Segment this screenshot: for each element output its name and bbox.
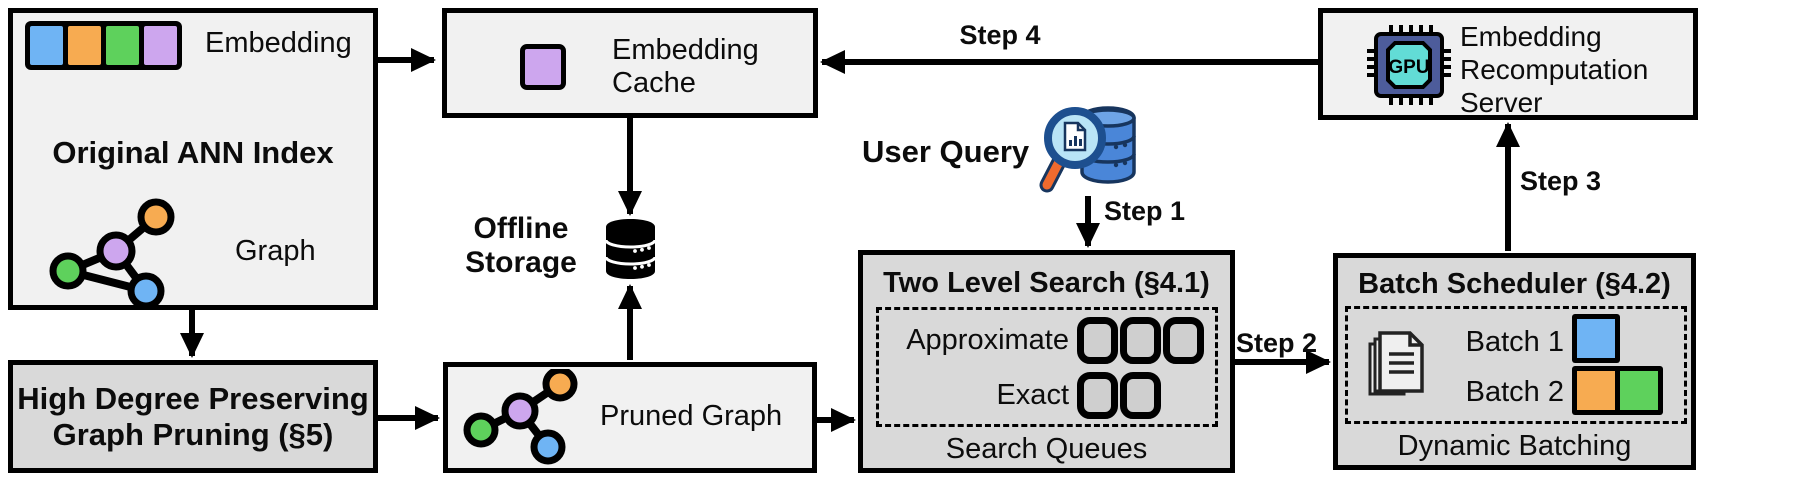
batch1-squares [1572, 314, 1620, 363]
embedding-vector-icon [25, 21, 182, 70]
batch1-label: Batch 1 [1465, 326, 1564, 358]
embedding-label: Embedding [205, 27, 352, 59]
exact-label: Exact [996, 378, 1069, 411]
batch2-label: Batch 2 [1465, 376, 1564, 408]
search-queues-footer: Search Queues [945, 433, 1148, 465]
approximate-queues [1075, 316, 1204, 364]
original-ann-index-box: Embedding Original ANN Index Graph [8, 8, 378, 310]
queue-square [1077, 371, 1118, 419]
batching-frame [1345, 306, 1687, 424]
step4-label: Step 4 [959, 20, 1041, 50]
queue-square [1120, 316, 1161, 364]
original-ann-index-title: Original ANN Index [52, 135, 334, 170]
embedding-cache-label: Embedding Cache [612, 34, 759, 100]
step2-label: Step 2 [1236, 328, 1318, 358]
dynamic-batching-footer: Dynamic Batching [1397, 430, 1632, 462]
graph-label: Graph [235, 235, 316, 267]
two-level-search-title: Two Level Search (§4.1) [883, 267, 1210, 299]
batch-scheduler-box: Batch Scheduler (§4.2) Batch 1 Batch 2 D… [1333, 253, 1696, 470]
user-query-label: User Query [862, 134, 1030, 169]
two-level-search-box: Two Level Search (§4.1) Approximate Exac… [858, 250, 1235, 473]
exact-queue-row: Exact [883, 370, 1213, 420]
recomputation-server-box: GPU Embedding Recomputation Server [1318, 8, 1698, 120]
approximate-label: Approximate [906, 323, 1069, 356]
exact-queues [1075, 371, 1161, 419]
graph-pruning-box: High Degree Preserving Graph Pruning (§5… [8, 360, 378, 473]
queue-square [1077, 316, 1118, 364]
pruned-graph-label: Pruned Graph [600, 400, 783, 432]
offline-storage-label: Offline Storage [465, 212, 577, 279]
embedding-cache-box: Embedding Cache [442, 8, 818, 118]
recomputation-server-label: Embedding Recomputation Server [1460, 21, 1649, 119]
batch-scheduler-title: Batch Scheduler (§4.2) [1358, 268, 1671, 300]
gpu-text: GPU [1388, 57, 1429, 78]
step1-label: Step 1 [1104, 196, 1186, 226]
pruned-graph-icon [463, 369, 578, 465]
gpu-chip-icon: GPU [1367, 25, 1451, 105]
graph-pruning-title: High Degree Preserving Graph Pruning (§5… [17, 381, 369, 452]
step3-label: Step 3 [1520, 166, 1602, 196]
queue-square [1120, 371, 1161, 419]
graph-icon [49, 198, 175, 309]
documents-icon [1368, 331, 1424, 396]
batch2-squares [1572, 366, 1663, 415]
pruned-graph-box: Pruned Graph [443, 362, 817, 473]
search-queues-frame [876, 307, 1218, 427]
queue-square [1163, 316, 1204, 364]
approximate-queue-row: Approximate [883, 315, 1213, 365]
user-query-icon [1039, 106, 1136, 193]
offline-database-icon [604, 219, 657, 279]
cached-embedding-icon [520, 44, 566, 90]
